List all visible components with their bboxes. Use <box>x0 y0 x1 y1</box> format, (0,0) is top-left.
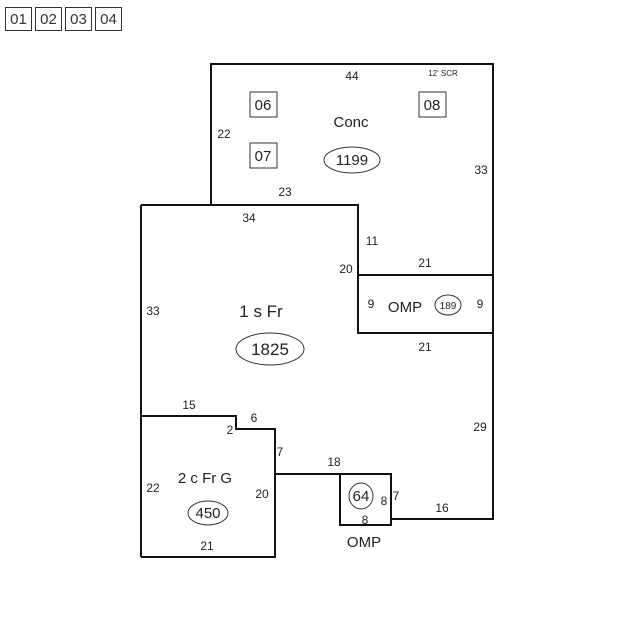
omp2-area: 64 <box>353 488 370 505</box>
main-outline <box>141 204 494 520</box>
svg-text:22: 22 <box>146 481 160 495</box>
main-area: 1825 <box>251 340 289 359</box>
svg-text:8: 8 <box>381 494 388 508</box>
conc-label: Conc <box>333 114 369 131</box>
svg-text:15: 15 <box>182 398 196 412</box>
omp1-area: 189 <box>440 301 457 312</box>
box-08: 08 <box>424 97 441 114</box>
box-06: 06 <box>255 97 272 114</box>
conc-area: 1199 <box>336 152 368 169</box>
svg-text:34: 34 <box>242 211 256 225</box>
svg-text:33: 33 <box>474 163 488 177</box>
tab-03[interactable]: 03 <box>65 7 92 31</box>
svg-text:21: 21 <box>418 256 432 270</box>
svg-text:22: 22 <box>217 127 231 141</box>
tab-04[interactable]: 04 <box>95 7 122 31</box>
svg-text:11: 11 <box>366 234 379 248</box>
svg-text:23: 23 <box>278 185 292 199</box>
svg-text:20: 20 <box>339 262 353 276</box>
sketch-tabs: 01 02 03 04 <box>5 7 122 31</box>
svg-text:29: 29 <box>473 420 487 434</box>
svg-text:18: 18 <box>327 455 341 469</box>
svg-text:9: 9 <box>477 297 484 311</box>
garage-outline <box>141 415 276 558</box>
garage-label: 2 c Fr G <box>178 470 232 487</box>
screen-note: 12' SCR <box>428 69 458 78</box>
svg-text:8: 8 <box>362 513 369 527</box>
svg-text:20: 20 <box>255 487 269 501</box>
omp2-outline <box>339 473 392 526</box>
svg-text:16: 16 <box>435 501 449 515</box>
svg-text:9: 9 <box>368 297 375 311</box>
dimension-labels: 44 22 33 23 34 11 20 21 9 9 21 33 15 6 2… <box>146 69 488 553</box>
svg-text:33: 33 <box>146 304 160 318</box>
conc-outline <box>210 63 494 275</box>
svg-text:2: 2 <box>227 423 234 437</box>
svg-text:6: 6 <box>251 411 258 425</box>
svg-text:7: 7 <box>393 489 400 503</box>
box-07: 07 <box>255 148 272 165</box>
svg-text:44: 44 <box>345 69 359 83</box>
svg-text:7: 7 <box>277 445 284 459</box>
omp2-label: OMP <box>347 534 381 551</box>
garage-area: 450 <box>195 505 220 522</box>
svg-text:21: 21 <box>200 539 214 553</box>
tab-01[interactable]: 01 <box>5 7 32 31</box>
omp1-label: OMP <box>388 299 422 316</box>
svg-text:21: 21 <box>418 340 432 354</box>
tab-02[interactable]: 02 <box>35 7 62 31</box>
main-label: 1 s Fr <box>239 302 283 321</box>
